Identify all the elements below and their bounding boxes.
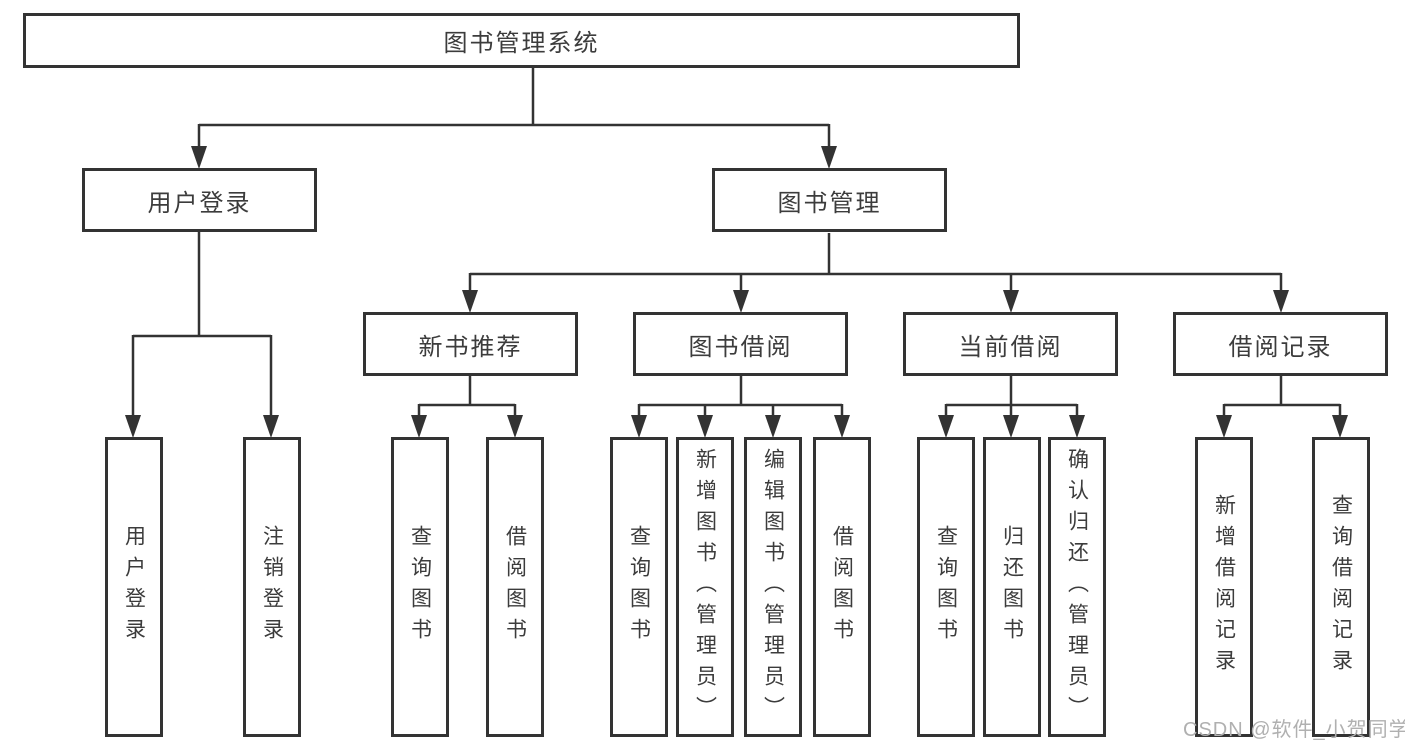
leaf-borrow-books-2: 借阅图书 [813,437,871,737]
leaf-query-borrow-record: 查询借阅记录 [1312,437,1370,737]
leaf-query-books-2-label: 查询图书 [627,525,651,649]
leaf-add-borrow-record: 新增借阅记录 [1195,437,1253,737]
leaf-return-books: 归还图书 [983,437,1041,737]
leaf-confirm-return-admin: 确认归还（管理员） [1048,437,1106,737]
node-current-borrow-label: 当前借阅 [958,333,1063,361]
leaf-borrow-books-2-label: 借阅图书 [830,525,854,649]
leaf-query-books-3: 查询图书 [917,437,975,737]
node-new-book-recommend-label: 新书推荐 [418,333,523,361]
node-book-management-label: 图书管理 [777,189,882,217]
leaf-edit-books-admin: 编辑图书（管理员） [744,437,802,737]
leaf-query-borrow-record-label: 查询借阅记录 [1329,494,1353,680]
leaf-edit-books-admin-label: 编辑图书（管理员） [761,447,785,727]
node-borrow-record-label: 借阅记录 [1228,333,1333,361]
node-new-book-recommend: 新书推荐 [363,312,578,376]
leaf-add-books-admin-label: 新增图书（管理员） [693,447,717,727]
node-system-root-label: 图书管理系统 [443,30,600,57]
leaf-borrow-books-1-label: 借阅图书 [503,525,527,649]
leaf-query-books-1-label: 查询图书 [408,525,432,649]
node-user-login: 用户登录 [82,168,317,232]
node-current-borrow: 当前借阅 [903,312,1118,376]
connector-strokes [131,68,1342,419]
leaf-query-books-1: 查询图书 [391,437,449,737]
leaf-logout-label: 注销登录 [260,525,284,649]
leaf-user-login-label: 用户登录 [122,525,146,649]
leaf-add-books-admin: 新增图书（管理员） [676,437,734,737]
leaf-query-books-2: 查询图书 [610,437,668,737]
node-book-management: 图书管理 [712,168,947,232]
leaf-logout: 注销登录 [243,437,301,737]
node-user-login-label: 用户登录 [147,189,252,217]
leaf-borrow-books-1: 借阅图书 [486,437,544,737]
node-book-borrow-label: 图书借阅 [688,333,793,361]
node-borrow-record: 借阅记录 [1173,312,1388,376]
leaf-return-books-label: 归还图书 [1000,525,1024,649]
csdn-watermark: CSDN @软件_小贺同学 [1183,719,1405,741]
node-book-borrow: 图书借阅 [633,312,848,376]
leaf-user-login: 用户登录 [105,437,163,737]
leaf-query-books-3-label: 查询图书 [934,525,958,649]
node-system-root: 图书管理系统 [23,13,1020,68]
leaf-confirm-return-admin-label: 确认归还（管理员） [1065,447,1089,727]
connector-arrowheads [125,146,1348,438]
leaf-add-borrow-record-label: 新增借阅记录 [1212,494,1236,680]
